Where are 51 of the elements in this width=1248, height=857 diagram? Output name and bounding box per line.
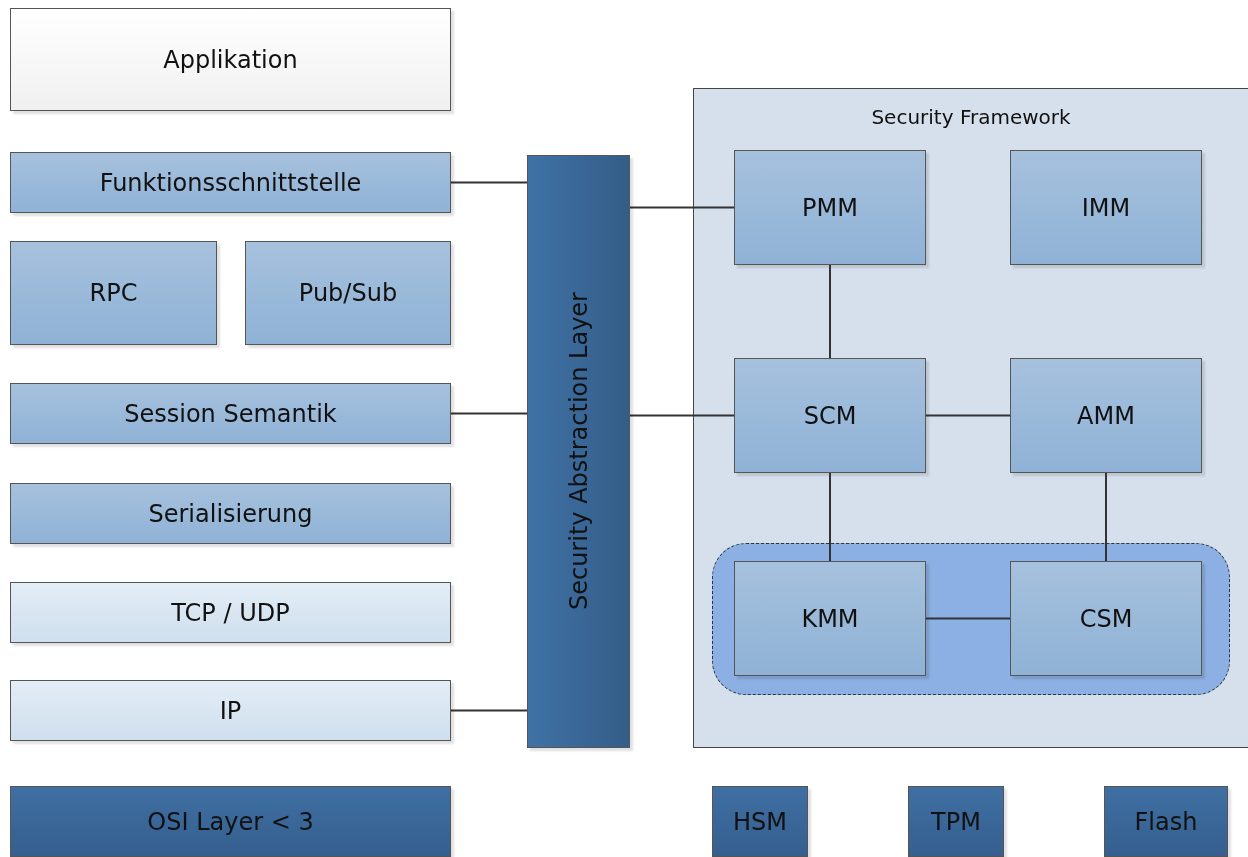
dashed-group-box	[712, 543, 1230, 695]
node-label: Applikation	[163, 45, 298, 74]
node-label: AMM	[1077, 401, 1135, 430]
framework-panel	[693, 88, 1248, 748]
panel-heading: Security Framework	[871, 105, 1071, 129]
connector-line	[450, 412, 528, 415]
connector-line	[925, 617, 1011, 620]
layer-box	[10, 582, 451, 643]
node-label: TPM	[931, 807, 981, 836]
connector-line	[1105, 472, 1107, 562]
layer-box	[10, 152, 451, 213]
layer-box	[10, 383, 451, 444]
connector-line	[450, 181, 528, 184]
hardware-box	[1104, 786, 1228, 857]
module-box	[1010, 561, 1202, 676]
layer-box	[10, 680, 451, 741]
node-label: IP	[219, 696, 242, 725]
connector-line	[450, 709, 528, 712]
module-box	[1010, 150, 1202, 265]
node-label: Security Abstraction Layer	[564, 292, 593, 611]
module-box	[734, 358, 926, 473]
node-label: OSI Layer < 3	[147, 807, 314, 836]
layer-box	[10, 786, 451, 857]
node-label: Serialisierung	[148, 499, 313, 528]
node-label: CSM	[1079, 604, 1133, 633]
node-label: KMM	[801, 604, 859, 633]
connector-line	[829, 264, 831, 359]
layer-box	[10, 483, 451, 544]
layer-bar	[527, 155, 630, 748]
node-label: TCP / UDP	[171, 598, 290, 627]
module-box	[734, 150, 926, 265]
node-label: Flash	[1134, 807, 1198, 836]
module-box	[734, 561, 926, 676]
node-label: RPC	[89, 279, 138, 307]
node-label: SCM	[803, 401, 857, 430]
module-box	[1010, 358, 1202, 473]
node-label: Funktionsschnittstelle	[99, 168, 362, 197]
connector-line	[925, 414, 1011, 417]
hardware-box	[908, 786, 1004, 857]
connector-line	[629, 206, 735, 209]
layer-box	[245, 241, 451, 345]
layer-box	[10, 241, 217, 345]
connector-line	[629, 414, 735, 417]
node-label: PMM	[802, 193, 858, 222]
hardware-box	[712, 786, 808, 857]
node-label: Session Semantik	[124, 399, 337, 428]
connector-line	[829, 472, 831, 562]
node-label: IMM	[1081, 193, 1131, 222]
node-label: Pub/Sub	[298, 279, 398, 307]
node-label: HSM	[733, 807, 787, 836]
layer-box	[10, 8, 451, 111]
